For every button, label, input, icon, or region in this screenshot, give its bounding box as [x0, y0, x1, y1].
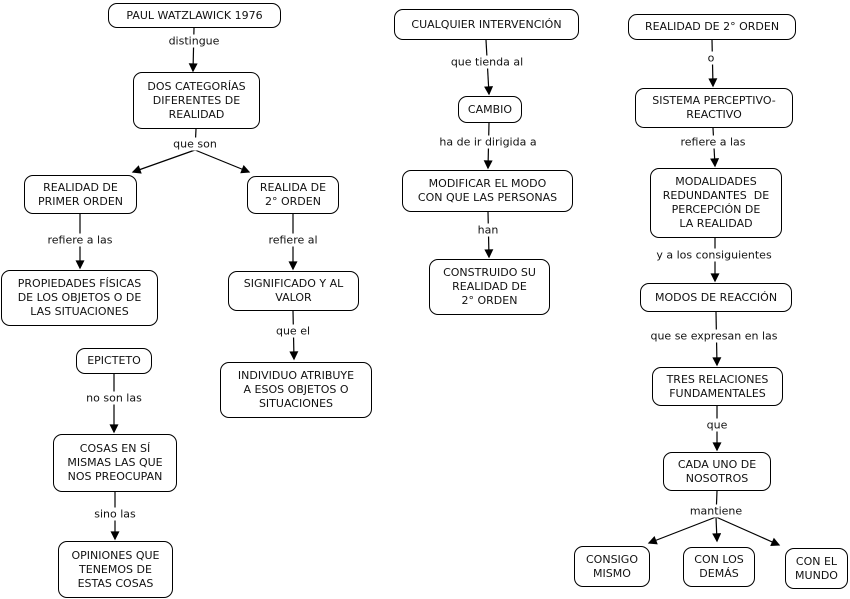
link-label-refiere-a-las-1[interactable]: refiere a las: [44, 233, 116, 247]
link-label-no-son-las[interactable]: no son las: [83, 391, 145, 405]
link-label-o[interactable]: o: [704, 51, 718, 65]
link-label-que-tienda-al[interactable]: que tienda al: [447, 55, 527, 69]
concept-node-tres-relaciones[interactable]: TRES RELACIONES FUNDAMENTALES: [652, 367, 783, 406]
concept-node-realidad-2-orden[interactable]: REALIDAD DE 2° ORDEN: [628, 14, 796, 40]
link-label-sino-las[interactable]: sino las: [91, 507, 139, 521]
link-label-mantiene[interactable]: mantiene: [686, 504, 746, 518]
link-label-y-a-los-consiguientes[interactable]: y a los consiguientes: [653, 248, 775, 262]
link-label-refiere-a-las-2[interactable]: refiere a las: [677, 135, 749, 149]
link-label-han[interactable]: han: [474, 223, 502, 237]
concept-node-realidad-primer-orden[interactable]: REALIDAD DE PRIMER ORDEN: [24, 175, 137, 214]
concept-node-cambio[interactable]: CAMBIO: [458, 96, 522, 123]
link-label-refiere-al[interactable]: refiere al: [265, 233, 321, 247]
link-label-que-el[interactable]: que el: [272, 324, 314, 338]
concept-node-epicteto[interactable]: EPICTETO: [76, 348, 152, 374]
link-label-que-se-expresan-en-las[interactable]: que se expresan en las: [647, 329, 781, 343]
concept-node-individuo-atribuye[interactable]: INDIVIDUO ATRIBUYE A ESOS OBJETOS O SITU…: [220, 362, 372, 418]
link-label-que[interactable]: que: [703, 418, 731, 432]
edge-line-mantiene: [712, 516, 722, 543]
edge-line-que-son: [131, 149, 196, 174]
edge-line-mantiene: [715, 516, 781, 547]
concept-node-con-los-demas[interactable]: CON LOS DEMÁS: [683, 547, 755, 587]
concept-node-realida-2-orden[interactable]: REALIDA DE 2° ORDEN: [247, 176, 339, 214]
concept-node-con-el-mundo[interactable]: CON EL MUNDO: [785, 548, 848, 589]
concept-node-sistema-perceptivo[interactable]: SISTEMA PERCEPTIVO- REACTIVO: [635, 88, 793, 128]
link-label-distingue[interactable]: distingue: [165, 34, 223, 48]
concept-node-paul-watzlawick[interactable]: PAUL WATZLAWICK 1976: [108, 3, 281, 28]
link-label-ha-de-ir-dirigida-a[interactable]: ha de ir dirigida a: [436, 135, 540, 149]
concept-node-propiedades-fisicas[interactable]: PROPIEDADES FÍSICAS DE LOS OBJETOS O DE …: [1, 270, 158, 326]
concept-node-cualquier-intervencion[interactable]: CUALQUIER INTERVENCIÓN: [394, 9, 579, 40]
concept-node-significado[interactable]: SIGNIFICADO Y AL VALOR: [228, 271, 359, 311]
concept-node-modalidades[interactable]: MODALIDADES REDUNDANTES DE PERCEPCIÓN DE…: [650, 168, 782, 238]
concept-node-construido-su-realidad[interactable]: CONSTRUIDO SU REALIDAD DE 2° ORDEN: [429, 259, 550, 315]
edge-line-que-son: [194, 149, 251, 174]
concept-node-cosas-en-si[interactable]: COSAS EN SÍ MISMAS LAS QUE NOS PREOCUPAN: [53, 434, 177, 492]
edge-line-mantiene: [647, 516, 717, 545]
concept-node-opiniones[interactable]: OPINIONES QUE TENEMOS DE ESTAS COSAS: [58, 541, 173, 598]
concept-node-dos-categorias[interactable]: DOS CATEGORÍAS DIFERENTES DE REALIDAD: [133, 72, 260, 129]
link-label-que-son[interactable]: que son: [170, 137, 220, 151]
concept-node-modificar-el-modo[interactable]: MODIFICAR EL MODO CON QUE LAS PERSONAS: [402, 170, 573, 212]
concept-node-cada-uno-de-nosotros[interactable]: CADA UNO DE NOSOTROS: [663, 452, 771, 491]
concept-node-modos-de-reaccion[interactable]: MODOS DE REACCIÓN: [640, 283, 792, 312]
concept-node-consigo-mismo[interactable]: CONSIGO MISMO: [574, 546, 650, 587]
